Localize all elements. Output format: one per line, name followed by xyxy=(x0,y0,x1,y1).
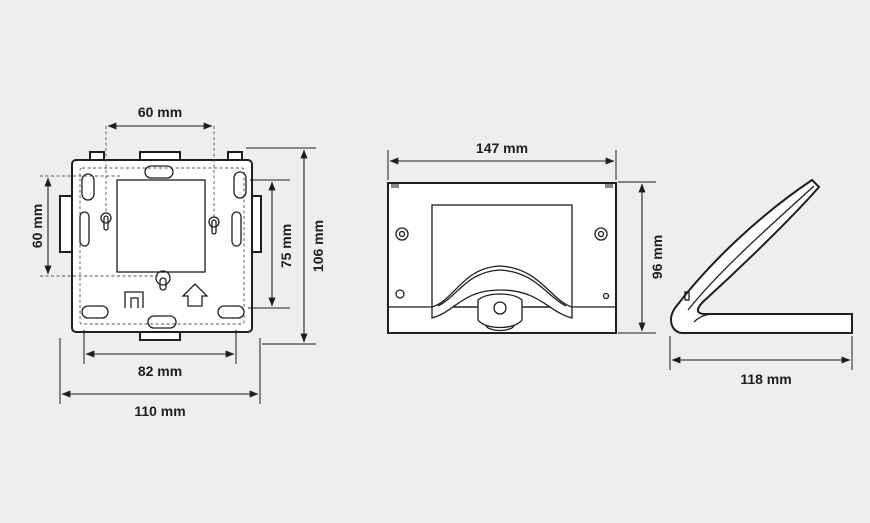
slot-bottom xyxy=(147,315,177,329)
keyhole-bottom xyxy=(155,270,171,291)
slot-right xyxy=(231,211,242,247)
center-opening xyxy=(116,179,206,273)
slot-bottom-left xyxy=(81,305,109,319)
dim-75mm: 75 mm xyxy=(278,224,294,268)
front-dimensions xyxy=(44,122,316,404)
dim-147mm: 147 mm xyxy=(476,140,528,156)
screw-bottom-right xyxy=(602,292,610,300)
screw-top-left xyxy=(395,227,409,241)
dim-118mm: 118 mm xyxy=(740,371,791,387)
slot-bottom-right xyxy=(217,305,245,319)
back-dimensions xyxy=(387,150,617,180)
dim-82mm: 82 mm xyxy=(138,363,182,379)
side-dimensions xyxy=(618,181,853,370)
slot-top-left xyxy=(81,173,95,201)
mounting-plate-front-view xyxy=(40,126,262,341)
dim-110mm: 110 mm xyxy=(134,403,185,419)
stand-profile xyxy=(670,178,853,334)
plate-inner-border xyxy=(79,167,245,325)
device-side-view xyxy=(670,178,853,334)
keyhole-left xyxy=(100,212,112,231)
dim-106mm: 106 mm xyxy=(310,220,326,272)
latch xyxy=(124,291,144,308)
arch xyxy=(431,265,573,319)
cable-port xyxy=(477,293,523,329)
dim-96mm: 96 mm xyxy=(649,235,665,279)
slot-left xyxy=(79,211,90,247)
slot-top-right xyxy=(233,171,247,199)
screw-top-right xyxy=(594,227,608,241)
device-back-view xyxy=(387,182,617,334)
screw-bottom-left xyxy=(395,289,405,299)
slot-top xyxy=(144,165,174,179)
dim-60mm-top: 60 mm xyxy=(138,104,182,120)
dim-60mm-left: 60 mm xyxy=(29,204,45,248)
arrow-up-icon xyxy=(181,283,209,307)
